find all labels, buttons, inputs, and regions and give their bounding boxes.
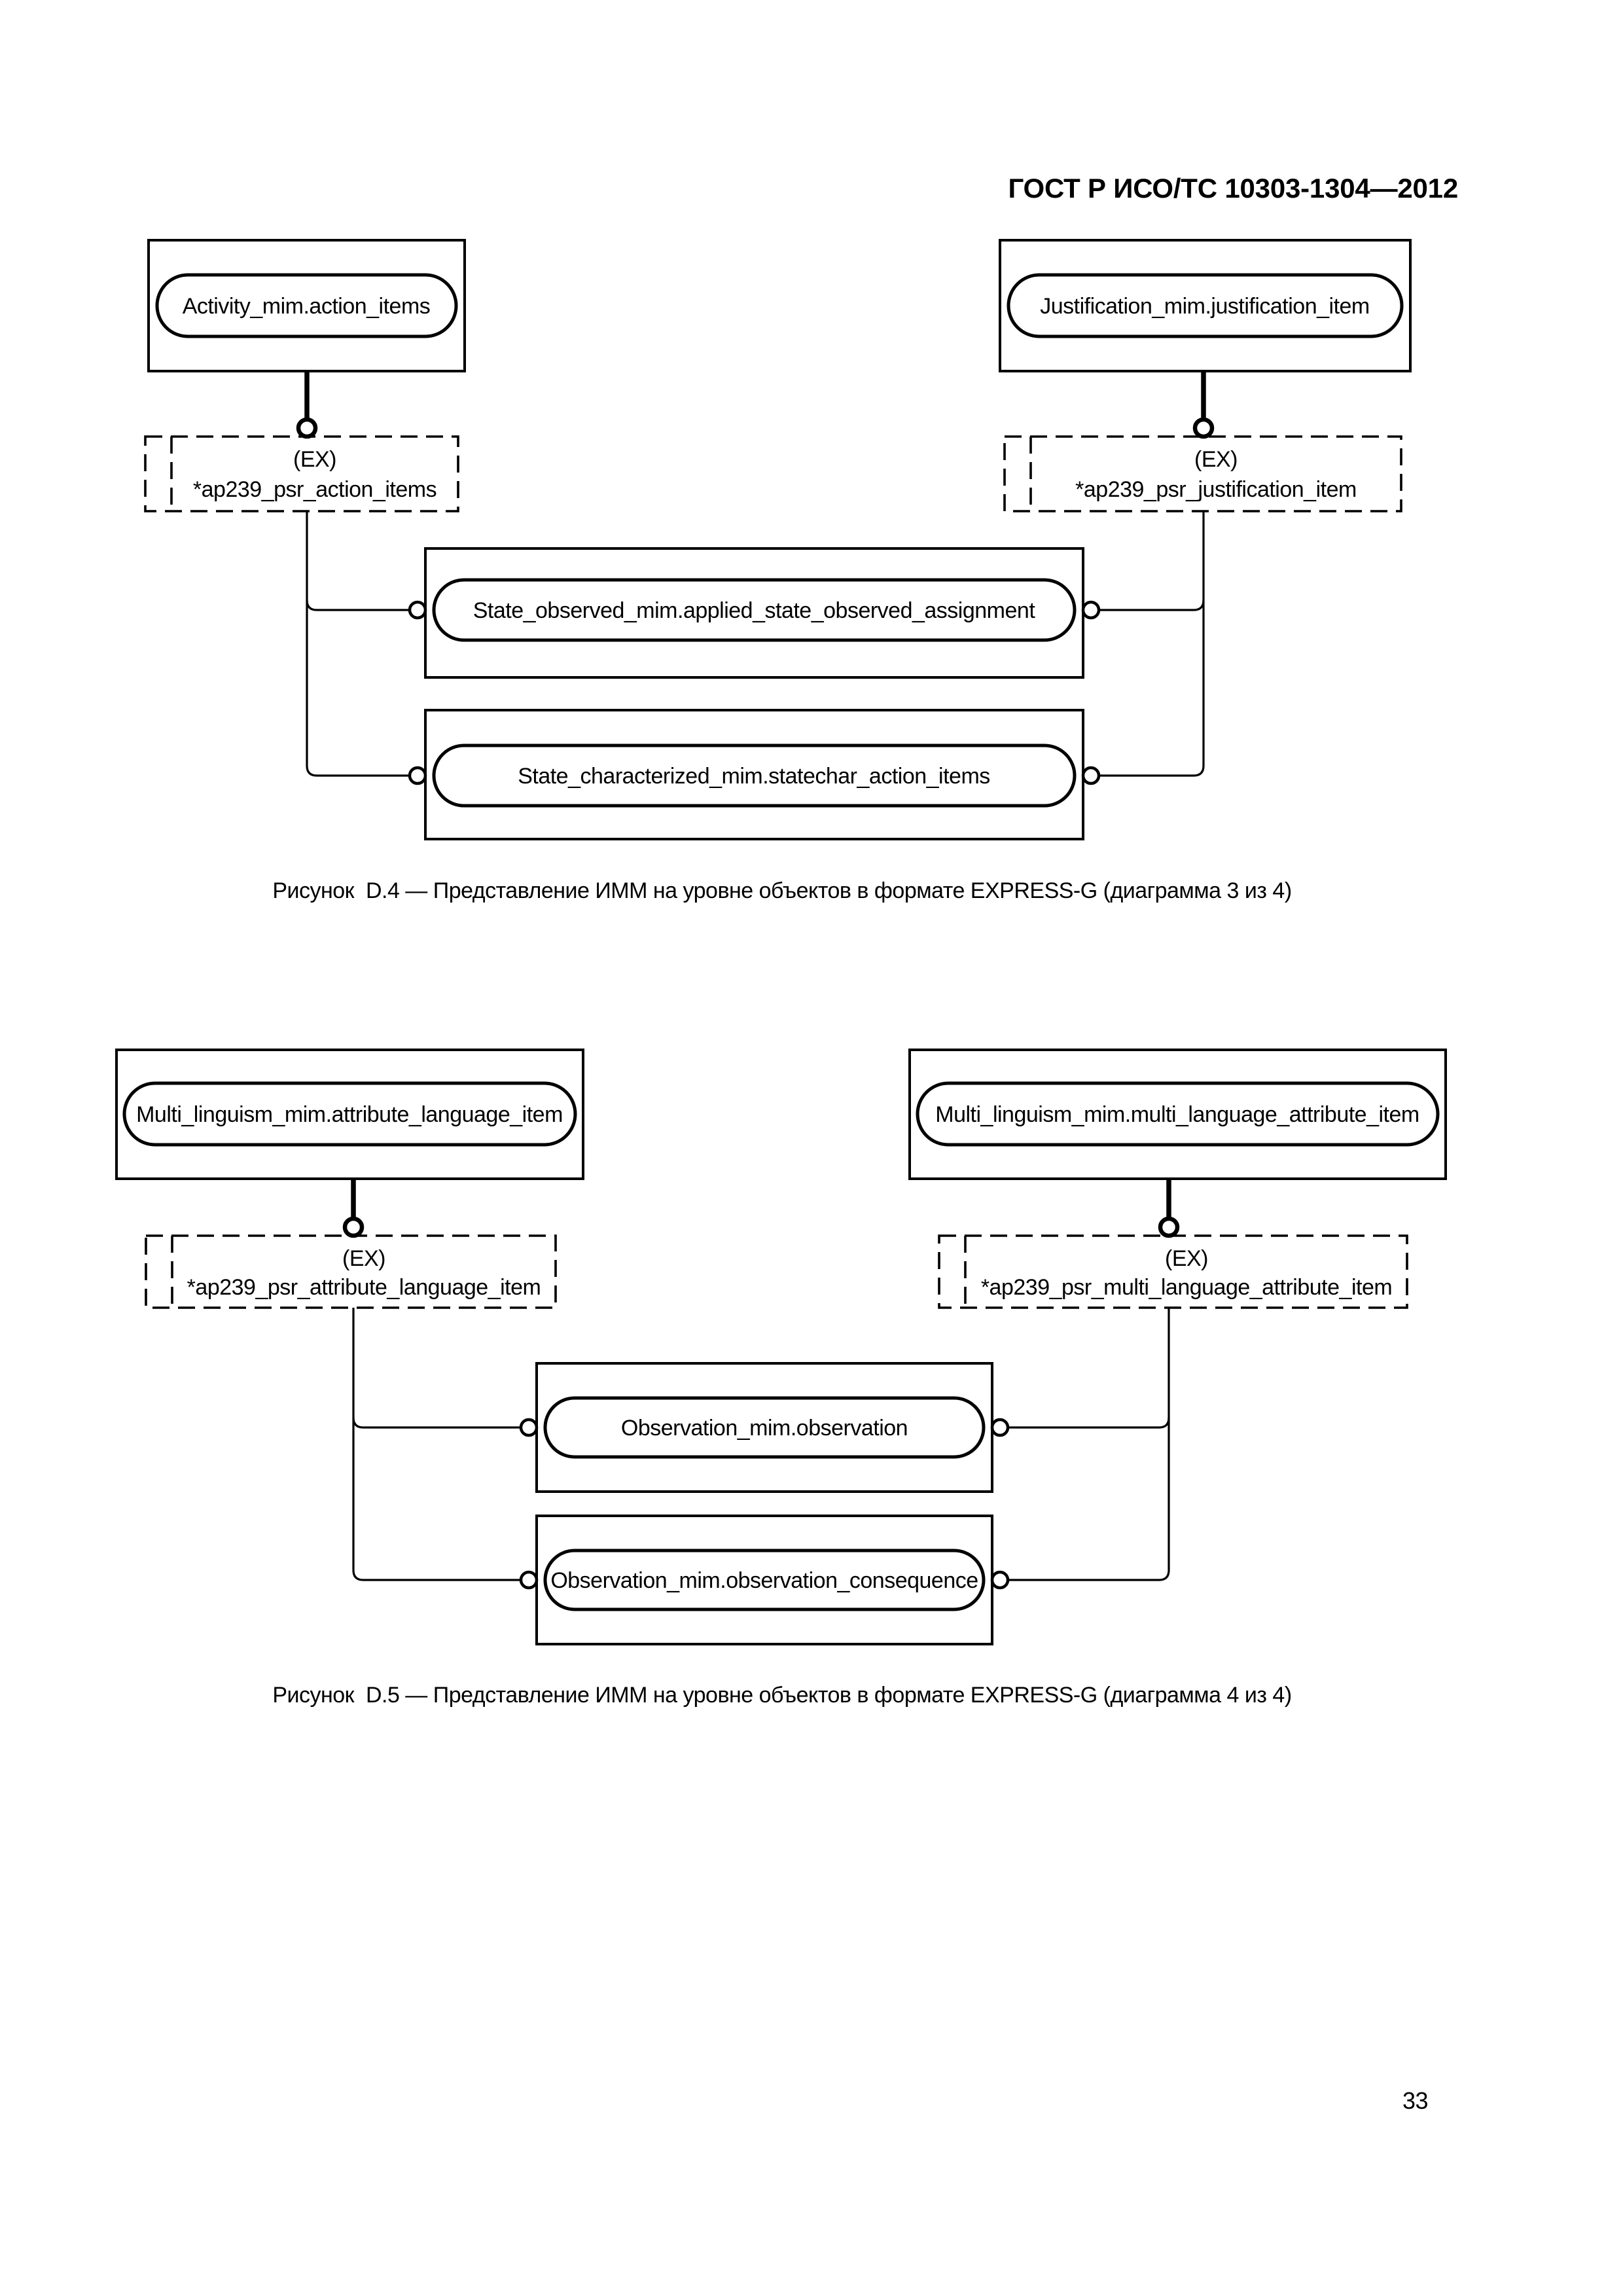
d5-row1-right-port xyxy=(990,1418,1010,1437)
d5-left-ref-box xyxy=(145,1234,557,1309)
d5-left-drop-port xyxy=(342,1216,365,1238)
page-number: 33 xyxy=(1402,2087,1428,2114)
d5-right-branch xyxy=(1008,1417,1170,1429)
d5-right-ref-name: *ap239_psr_multi_language_attribute_item xyxy=(981,1275,1392,1300)
d4-right-branch xyxy=(1099,600,1205,611)
d5-caption: Рисунок D.5 — Представление ИММ на уровн… xyxy=(272,1683,1291,1708)
d5-left-branch xyxy=(352,1417,521,1429)
d5-row1-label: Observation_mim.observation xyxy=(621,1416,908,1441)
d4-right-drop-port xyxy=(1192,417,1215,439)
d4-left-connector xyxy=(306,511,410,777)
d4-left-branch xyxy=(306,600,410,611)
d5-right-connector xyxy=(1008,1308,1170,1581)
d4-row2-pill xyxy=(432,744,1077,808)
d4-activity-label: Activity_mim.action_items xyxy=(183,294,431,319)
d5-row2-label: Observation_mim.observation_consequence xyxy=(550,1568,978,1593)
d4-left-ref-name: *ap239_psr_action_items xyxy=(193,477,437,502)
d4-row2-right-port xyxy=(1081,766,1101,785)
d5-row2-pill xyxy=(543,1549,986,1611)
d4-justification-pill xyxy=(1007,273,1404,338)
d5-right-ref-box xyxy=(938,1234,1408,1309)
d5-row1-left-port xyxy=(519,1418,539,1437)
diagram-d4: Activity_mim.action_items Justification_… xyxy=(144,239,1412,903)
d4-justification-label: Justification_mim.justification_item xyxy=(1040,294,1370,319)
d4-row1-right-port xyxy=(1081,600,1101,620)
d4-left-ref-tag: (EX) xyxy=(293,447,336,472)
d5-attribute-language-pill xyxy=(122,1081,577,1147)
d5-left-ref-name: *ap239_psr_attribute_language_item xyxy=(187,1275,541,1300)
d5-right-ref-tag: (EX) xyxy=(1165,1246,1208,1271)
d4-activity-pill xyxy=(155,273,458,338)
d5-attribute-language-label: Multi_linguism_mim.attribute_language_it… xyxy=(136,1102,563,1127)
d5-left-connector xyxy=(352,1308,521,1581)
d4-row2-left-port xyxy=(408,766,427,785)
d4-row1-label: State_observed_mim.applied_state_observe… xyxy=(473,598,1036,623)
d4-row1-pill xyxy=(432,578,1077,642)
d4-caption: Рисунок D.4 — Представление ИММ на уровн… xyxy=(272,878,1291,903)
d4-right-ref-name: *ap239_psr_justification_item xyxy=(1075,477,1357,502)
d4-left-ref-box xyxy=(144,435,459,512)
d5-right-drop-port xyxy=(1158,1216,1180,1238)
d5-row1-pill xyxy=(543,1396,986,1459)
document-header: ГОСТ Р ИСО/ТС 10303-1304—2012 xyxy=(1008,173,1458,204)
d4-left-drop-port xyxy=(296,417,318,439)
d4-right-ref-box xyxy=(1003,435,1402,512)
d5-multi-language-pill xyxy=(916,1081,1440,1147)
d5-row2-right-port xyxy=(990,1570,1010,1590)
d5-left-ref-tag: (EX) xyxy=(342,1246,385,1271)
d4-row2-label: State_characterized_mim.statechar_action… xyxy=(518,764,990,789)
d4-right-ref-tag: (EX) xyxy=(1194,447,1238,472)
d5-multi-language-label: Multi_linguism_mim.multi_language_attrib… xyxy=(935,1102,1419,1127)
d4-right-connector xyxy=(1099,511,1205,777)
d5-row2-left-port xyxy=(519,1570,539,1590)
diagram-d5: Multi_linguism_mim.attribute_language_it… xyxy=(115,1049,1447,1708)
d4-row1-left-port xyxy=(408,600,427,620)
